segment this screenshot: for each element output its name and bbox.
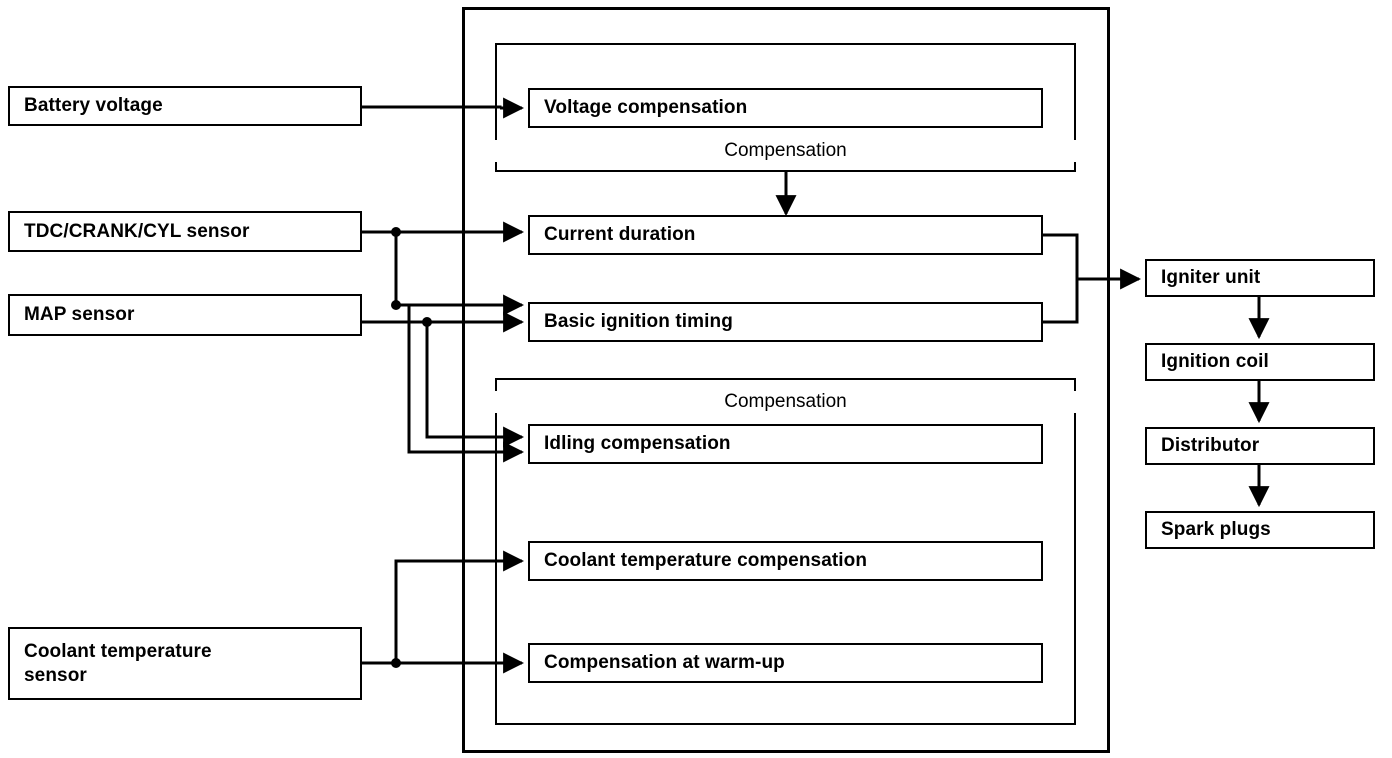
block-compensation-at-warm-up-label: Compensation at warm-up: [544, 652, 785, 674]
block-idling-compensation[interactable]: Idling compensation: [528, 424, 1043, 464]
output-spark-plugs[interactable]: Spark plugs: [1145, 511, 1375, 549]
input-tdc-crank-cyl-sensor-label: TDC/CRANK/CYL sensor: [24, 220, 250, 242]
output-spark-plugs-label: Spark plugs: [1161, 519, 1271, 541]
block-idling-compensation-label: Idling compensation: [544, 433, 731, 455]
output-igniter-unit-label: Igniter unit: [1161, 267, 1261, 289]
block-current-duration[interactable]: Current duration: [528, 215, 1043, 255]
input-battery-voltage[interactable]: Battery voltage: [8, 86, 362, 126]
junction-dots: [391, 227, 432, 668]
upper-compensation-group-label: Compensation: [495, 140, 1076, 162]
block-basic-ignition-timing[interactable]: Basic ignition timing: [528, 302, 1043, 342]
block-coolant-temperature-compensation[interactable]: Coolant temperature compensation: [528, 541, 1043, 581]
lower-compensation-group-label: Compensation: [495, 391, 1076, 413]
input-map-sensor[interactable]: MAP sensor: [8, 294, 362, 336]
output-distributor-label: Distributor: [1161, 435, 1260, 457]
block-voltage-compensation[interactable]: Voltage compensation: [528, 88, 1043, 128]
output-igniter-unit[interactable]: Igniter unit: [1145, 259, 1375, 297]
output-ignition-coil-label: Ignition coil: [1161, 351, 1269, 373]
input-coolant-temperature-sensor[interactable]: Coolant temperature sensor: [8, 627, 362, 700]
input-battery-voltage-label: Battery voltage: [24, 95, 163, 117]
input-map-sensor-label: MAP sensor: [24, 304, 135, 326]
lower-compensation-group: [495, 378, 1076, 725]
input-coolant-temperature-sensor-label: Coolant temperature sensor: [24, 640, 212, 686]
input-tdc-crank-cyl-sensor[interactable]: TDC/CRANK/CYL sensor: [8, 211, 362, 252]
output-ignition-coil[interactable]: Ignition coil: [1145, 343, 1375, 381]
block-coolant-temperature-compensation-label: Coolant temperature compensation: [544, 550, 868, 572]
block-voltage-compensation-label: Voltage compensation: [544, 97, 748, 119]
block-basic-ignition-timing-label: Basic ignition timing: [544, 311, 733, 333]
output-distributor[interactable]: Distributor: [1145, 427, 1375, 465]
block-current-duration-label: Current duration: [544, 224, 696, 246]
block-compensation-at-warm-up[interactable]: Compensation at warm-up: [528, 643, 1043, 683]
